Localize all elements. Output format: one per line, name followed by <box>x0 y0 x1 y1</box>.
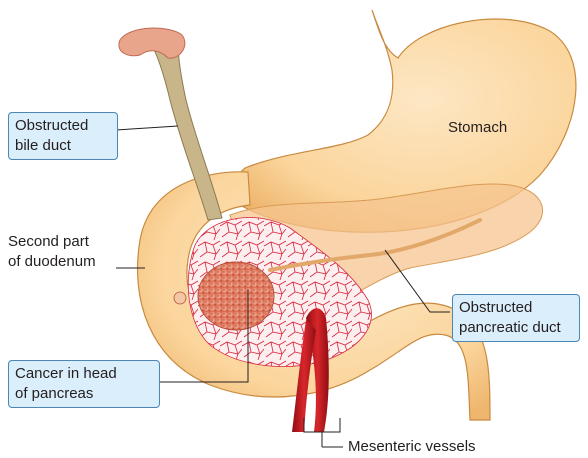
cancer-line1: Cancer in head <box>15 364 153 384</box>
label-cancer: Cancer in head of pancreas <box>8 360 160 408</box>
pancreatic-duct-line1: Obstructed <box>459 298 573 318</box>
liver-stump <box>119 28 185 58</box>
leader-bile-duct <box>116 126 178 130</box>
label-mesenteric: Mesenteric vessels <box>348 437 476 457</box>
label-bile-duct: Obstructed bile duct <box>8 112 118 160</box>
label-pancreatic-duct: Obstructed pancreatic duct <box>452 294 580 342</box>
label-duodenum: Second part of duodenum <box>8 232 96 272</box>
label-stomach: Stomach <box>448 118 507 138</box>
bile-duct-line1: Obstructed <box>15 116 111 136</box>
duodenum-line1: Second part <box>8 232 96 252</box>
cancer-line2: of pancreas <box>15 384 153 404</box>
tumor <box>198 262 274 330</box>
ampulla <box>174 292 186 304</box>
duodenum-line2: of duodenum <box>8 252 96 272</box>
pancreatic-duct-line2: pancreatic duct <box>459 318 573 338</box>
bile-duct-line2: bile duct <box>15 136 111 156</box>
